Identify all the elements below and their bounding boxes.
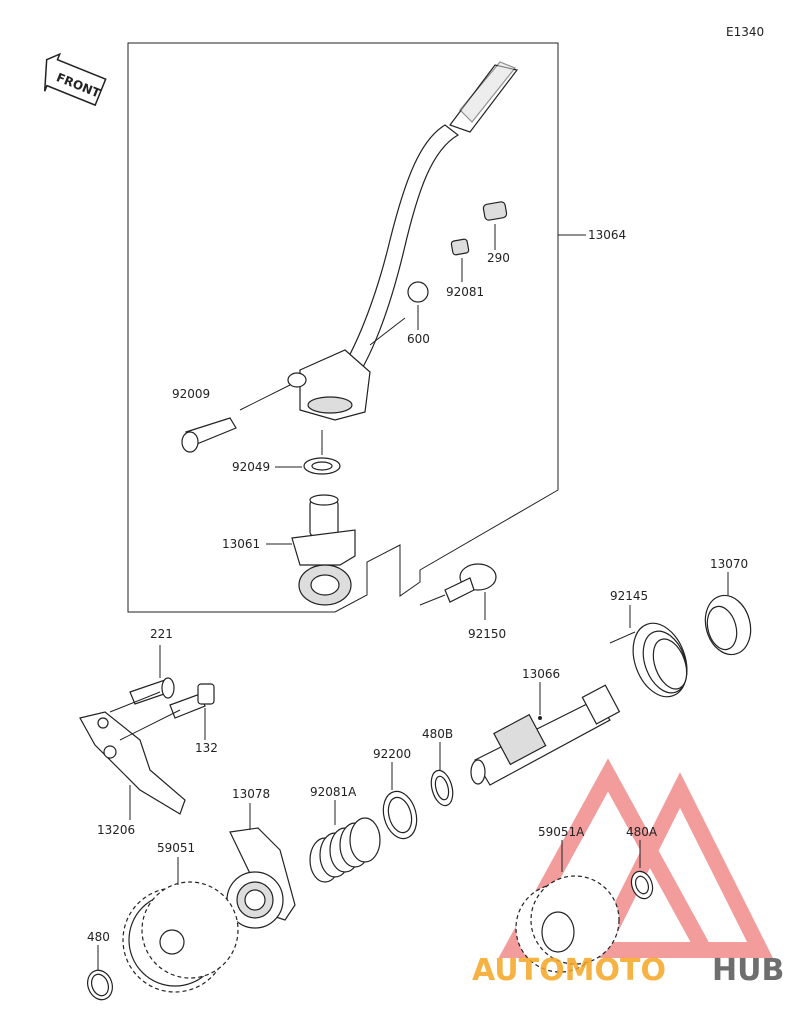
spring-92081A: 92081A <box>309 785 381 883</box>
bolt-92009: 92009 <box>172 384 291 453</box>
label-480B: 480B <box>422 727 453 741</box>
diagram-code: E1340 <box>726 25 764 39</box>
bolt-132: 132 <box>169 683 218 755</box>
circlip-480: 480 <box>87 930 113 1001</box>
label-92150: 92150 <box>468 627 506 641</box>
kick-lever <box>287 61 519 421</box>
label-13064: 13064 <box>588 228 626 242</box>
watermark-text-hub: HUB <box>712 953 784 988</box>
shaft-13066: 13066 <box>470 667 621 786</box>
gear-59051: 59051 <box>122 841 239 993</box>
ball-600: 600 <box>369 281 430 346</box>
collar-13070: 13070 <box>704 557 752 656</box>
label-600: 600 <box>407 332 430 346</box>
label-59051A: 59051A <box>538 825 585 839</box>
watermark-logo <box>498 758 773 958</box>
label-92049: 92049 <box>232 460 270 474</box>
spring-92145: 92145 <box>609 589 688 698</box>
label-480: 480 <box>87 930 110 944</box>
label-92145: 92145 <box>610 589 648 603</box>
gear-59051A: 59051A <box>515 825 620 973</box>
bolt-221: 221 <box>129 627 175 705</box>
plate-13206: 13206 <box>79 691 186 837</box>
set-screw-290: 290 <box>482 201 510 265</box>
label-480A: 480A <box>626 825 658 839</box>
label-92009: 92009 <box>172 387 210 401</box>
label-92200: 92200 <box>373 747 411 761</box>
label-92081: 92081 <box>446 285 484 299</box>
label-221: 221 <box>150 627 173 641</box>
front-arrow-icon: FRONT <box>43 52 107 107</box>
ratchet-13078: 13078 <box>226 787 296 929</box>
label-13078: 13078 <box>232 787 270 801</box>
washer-92049: 92049 <box>232 430 341 475</box>
label-13061: 13061 <box>222 537 260 551</box>
label-290: 290 <box>487 251 510 265</box>
assembly-outline <box>127 42 559 613</box>
watermark-text-automoto: AUTOMOTO <box>472 953 666 988</box>
label-13070: 13070 <box>710 557 748 571</box>
spring-92081: 92081 <box>446 238 484 299</box>
washer-92200: 92200 <box>373 747 418 840</box>
label-59051: 59051 <box>157 841 195 855</box>
circlip-480B: 480B <box>422 727 454 807</box>
label-13206: 13206 <box>97 823 135 837</box>
bolt-92150: 92150 <box>419 563 506 641</box>
circlip-480A: 480A <box>626 825 658 900</box>
label-13066: 13066 <box>522 667 560 681</box>
label-92081A: 92081A <box>310 785 357 799</box>
label-132: 132 <box>195 741 218 755</box>
shaft-13061: 13061 <box>222 494 356 606</box>
